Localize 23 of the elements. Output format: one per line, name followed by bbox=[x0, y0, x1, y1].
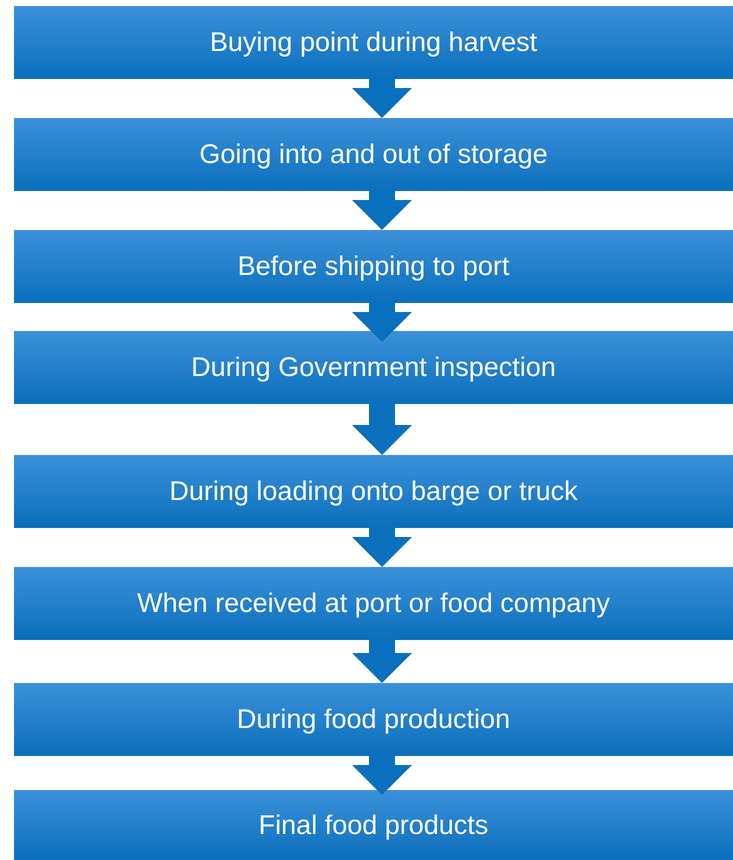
process-box bbox=[14, 790, 733, 860]
process-box bbox=[14, 230, 733, 303]
down-arrow bbox=[352, 640, 412, 683]
process-box bbox=[14, 683, 733, 756]
down-arrow bbox=[352, 191, 412, 230]
step-label: Buying point during harvest bbox=[210, 27, 538, 58]
down-arrow bbox=[352, 404, 412, 455]
step-label: When received at port or food company bbox=[137, 588, 610, 619]
process-box bbox=[14, 567, 733, 640]
step-label: During Government inspection bbox=[191, 352, 556, 383]
down-arrow bbox=[352, 303, 412, 342]
down-arrow bbox=[352, 528, 412, 567]
process-box bbox=[14, 6, 733, 79]
process-box bbox=[14, 331, 733, 404]
step-label: During food production bbox=[236, 704, 510, 735]
step-label: During loading onto barge or truck bbox=[169, 476, 578, 507]
step-label: Before shipping to port bbox=[238, 251, 510, 282]
process-box bbox=[14, 455, 733, 528]
step-label: Going into and out of storage bbox=[199, 139, 548, 170]
down-arrow bbox=[352, 79, 412, 118]
down-arrow bbox=[352, 756, 412, 795]
step-label: Final food products bbox=[258, 810, 488, 840]
process-box bbox=[14, 118, 733, 191]
